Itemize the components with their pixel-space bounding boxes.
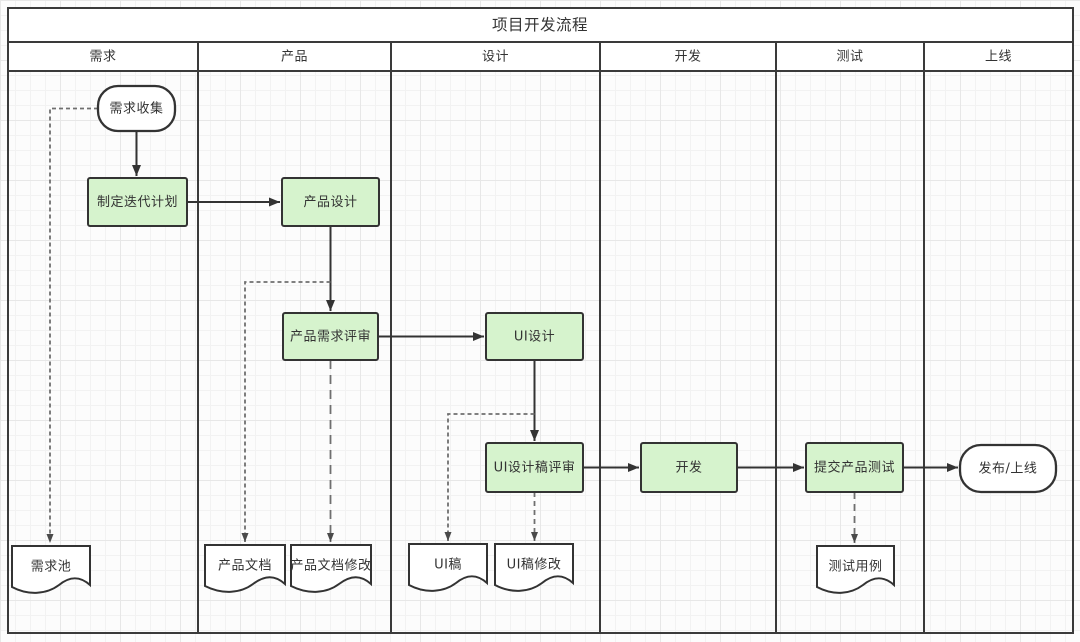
- node-requirement-collect[interactable]: 需求收集: [96, 84, 177, 133]
- node-label: 产品文档修改: [290, 559, 371, 574]
- edge-ui-design-to-ui-draft: [444, 413, 535, 541]
- node-product-design[interactable]: 产品设计: [281, 177, 380, 227]
- lane-header-launch: 上线: [985, 50, 1012, 65]
- edge-product-design-to-product-doc: [241, 281, 331, 542]
- process-shape[interactable]: [485, 442, 584, 493]
- node-label: 测试用例: [828, 560, 882, 575]
- terminator-shape[interactable]: [958, 443, 1058, 494]
- document-shape[interactable]: [11, 545, 91, 594]
- lane-header-band: [7, 41, 1074, 72]
- document-shape[interactable]: [494, 543, 574, 592]
- node-product-doc[interactable]: 产品文档: [204, 544, 286, 593]
- pool-frame: [7, 7, 1074, 634]
- pool-border: [7, 7, 1074, 634]
- node-label: 制定迭代计划: [97, 195, 178, 210]
- node-iteration-plan[interactable]: 制定迭代计划: [87, 177, 188, 227]
- node-ui-draft-edit[interactable]: UI稿修改: [494, 543, 574, 592]
- diagram-title: 项目开发流程: [492, 16, 588, 34]
- node-req-pool[interactable]: 需求池: [11, 545, 91, 594]
- document-shape[interactable]: [816, 545, 895, 594]
- node-label: 提交产品测试: [814, 460, 895, 476]
- node-ui-review[interactable]: UI设计稿评审: [485, 442, 584, 493]
- terminator-shape[interactable]: [96, 84, 177, 133]
- process-shape[interactable]: [485, 312, 584, 361]
- node-ui-design[interactable]: UI设计: [485, 312, 584, 361]
- node-develop[interactable]: 开发: [640, 442, 738, 493]
- node-submit-test[interactable]: 提交产品测试: [805, 442, 904, 493]
- node-label: UI稿修改: [507, 557, 562, 573]
- node-label: UI设计: [514, 330, 555, 345]
- edge-requirement-collect-to-req-pool: [46, 107, 98, 543]
- node-test-case[interactable]: 测试用例: [816, 545, 895, 594]
- process-shape[interactable]: [805, 442, 904, 493]
- node-label: 产品文档: [218, 559, 272, 574]
- document-shape[interactable]: [204, 544, 286, 593]
- lane-header-test: 测试: [836, 50, 863, 65]
- lane-header-develop: 开发: [674, 49, 701, 65]
- document-shape[interactable]: [290, 544, 372, 593]
- lane-header-design: 设计: [482, 50, 509, 65]
- node-label: 需求收集: [109, 101, 163, 117]
- node-label: 发布/上线: [979, 461, 1038, 477]
- node-product-review[interactable]: 产品需求评审: [282, 312, 379, 361]
- node-ui-draft[interactable]: UI稿: [408, 543, 488, 592]
- node-release[interactable]: 发布/上线: [958, 443, 1058, 494]
- node-product-doc-edit[interactable]: 产品文档修改: [290, 544, 372, 593]
- lane-header-requirements: 需求: [89, 50, 116, 65]
- lane-header-product: 产品: [281, 50, 308, 65]
- node-label: UI设计稿评审: [494, 460, 576, 476]
- process-shape[interactable]: [282, 312, 379, 361]
- node-label: UI稿: [434, 557, 462, 573]
- process-shape[interactable]: [87, 177, 188, 227]
- node-label: 开发: [675, 460, 702, 476]
- node-label: 需求池: [31, 560, 72, 575]
- node-label: 产品设计: [303, 195, 357, 210]
- process-shape[interactable]: [640, 442, 738, 493]
- document-shape[interactable]: [408, 543, 488, 592]
- lane-headers: 需求 产品 设计 开发 测试 上线: [89, 49, 1012, 65]
- node-label: 产品需求评审: [290, 330, 371, 345]
- process-shape[interactable]: [281, 177, 380, 227]
- edges: [46, 107, 958, 543]
